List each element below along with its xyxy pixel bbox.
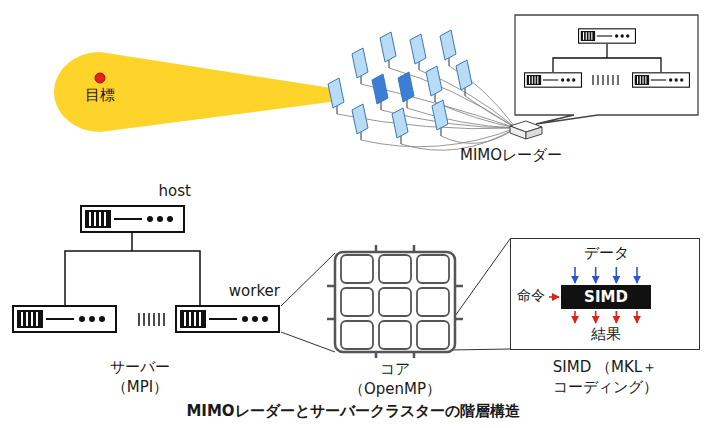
antenna-wires <box>337 66 516 150</box>
antenna <box>410 34 426 70</box>
ellipsis-bars <box>139 313 164 326</box>
antenna <box>352 104 368 140</box>
antenna <box>426 66 442 102</box>
antenna-wire <box>441 128 516 143</box>
antenna-array <box>328 30 472 144</box>
result-arrow <box>616 311 618 323</box>
antenna-wire <box>465 96 516 128</box>
server-icon <box>80 205 185 233</box>
antenna <box>372 74 388 110</box>
antenna <box>352 48 368 84</box>
instruction-arrow <box>549 296 559 298</box>
server-icon <box>13 306 116 332</box>
data-arrow <box>636 267 638 283</box>
result-arrow <box>574 311 576 323</box>
simd-unit: SIMD <box>561 285 651 309</box>
worker-server: worker <box>175 305 280 333</box>
server-label: サーバー （MPI） <box>110 358 170 397</box>
antenna-wire <box>361 128 516 147</box>
figure-caption: MIMOレーダーとサーバークラスターの階層構造 <box>186 402 519 421</box>
result-label: 結果 <box>591 325 621 344</box>
data-label: データ <box>584 244 629 263</box>
node-label: SIMD <box>584 288 628 307</box>
data-arrow <box>574 267 576 283</box>
data-arrow <box>616 267 618 283</box>
antenna <box>392 108 408 144</box>
callout-box <box>515 15 698 124</box>
core-label: コア （OpenMP） <box>349 360 441 399</box>
mini-cluster <box>525 29 690 87</box>
core-grid <box>327 245 463 358</box>
radar-label: MIMOレーダー <box>460 146 562 166</box>
target-dot <box>95 73 105 83</box>
node-label: worker <box>229 282 280 301</box>
host-server: host <box>80 205 185 233</box>
antenna <box>380 32 396 68</box>
antenna <box>328 78 344 114</box>
antenna <box>456 60 472 96</box>
result-arrow <box>595 311 597 323</box>
antenna <box>432 100 448 136</box>
antenna <box>440 30 456 66</box>
antenna <box>398 72 414 108</box>
antenna-wire <box>407 108 516 128</box>
radar-beam <box>54 52 338 132</box>
node-label: host <box>159 182 191 201</box>
zoom-lines <box>281 239 510 352</box>
result-arrow <box>636 311 638 323</box>
tree-connector <box>132 233 200 305</box>
tree-line <box>65 251 132 305</box>
simd-label: SIMD （MKL＋コーディング） <box>553 358 658 397</box>
antenna-wire <box>389 68 516 128</box>
data-arrow <box>595 267 597 283</box>
instruction-label: 命令 <box>517 287 545 305</box>
simd-panel: データ命令結果 SIMD <box>510 238 700 350</box>
target-label: 目標 <box>85 86 115 106</box>
server-icon <box>175 305 280 333</box>
